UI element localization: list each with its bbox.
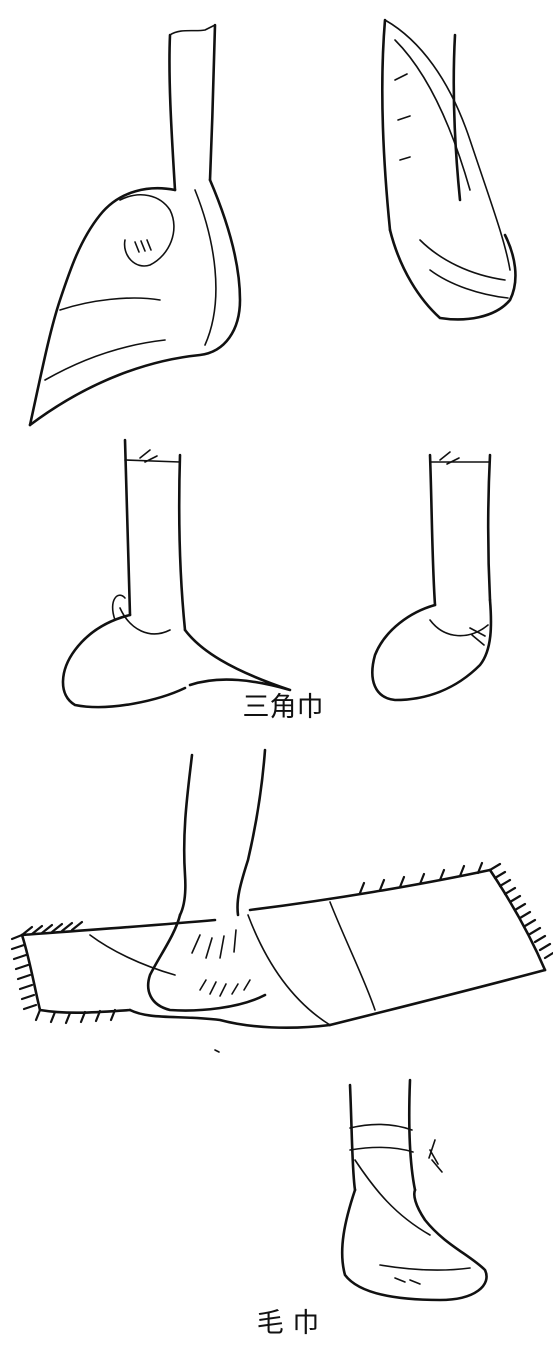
- caption-towel: 毛 巾: [218, 1310, 358, 1337]
- foot-triangle-step-3: [63, 440, 290, 707]
- foot-towel-wrapped: [342, 1080, 486, 1300]
- caption-triangle-bandage: 三角巾: [238, 694, 328, 721]
- foot-triangle-step-2: [382, 20, 515, 319]
- foot-triangle-step-4: [372, 452, 491, 700]
- foot-on-towel: [12, 750, 553, 1052]
- foot-triangle-step-1: [30, 25, 240, 425]
